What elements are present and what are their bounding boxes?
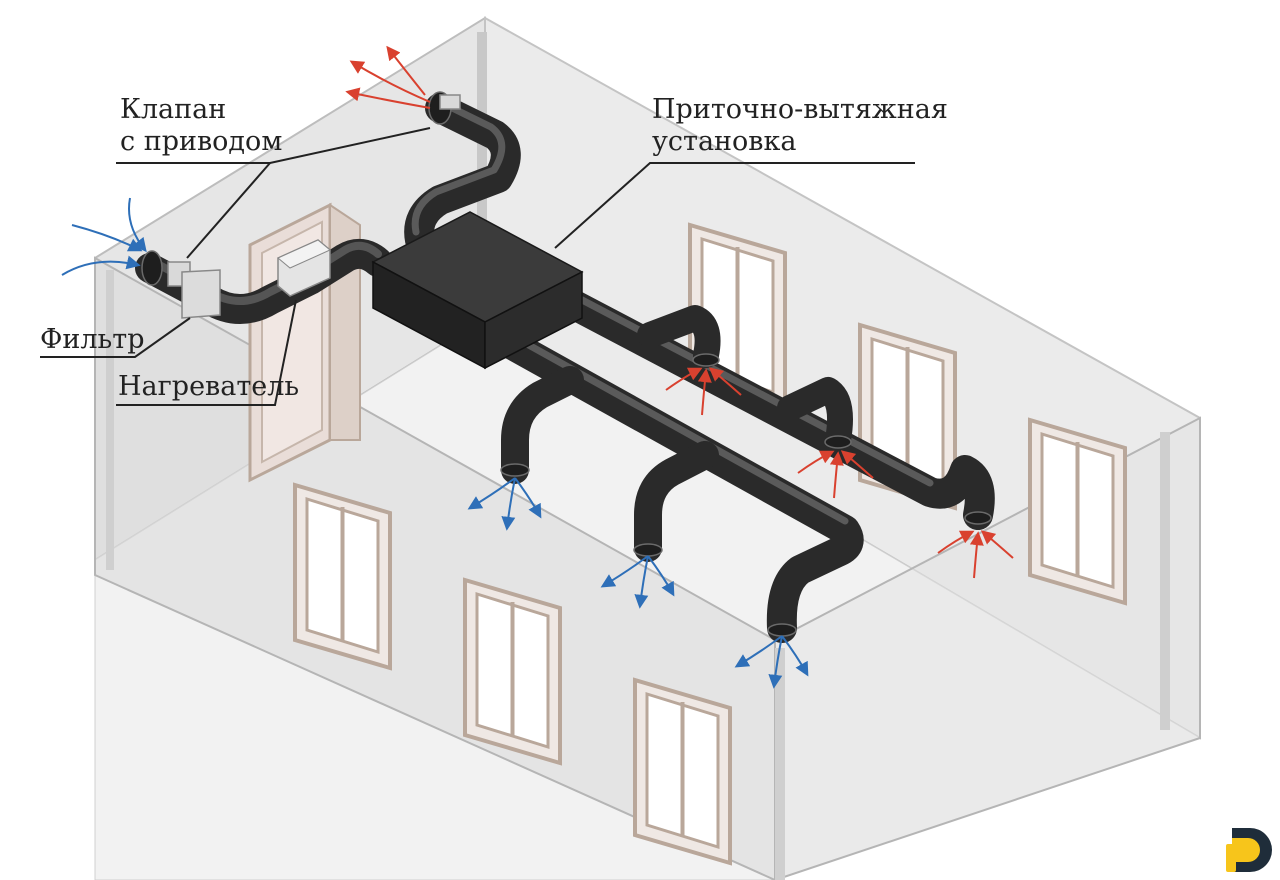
blue-arrow-icon (514, 477, 542, 519)
ductwork (135, 93, 995, 643)
red-arrow-icon (969, 531, 984, 579)
unit-label: Приточно-вытяжная установка (652, 94, 948, 158)
window (688, 222, 787, 411)
filter-box (181, 269, 221, 319)
exhaust-main-duct (550, 285, 995, 530)
valve-label-line1: Клапан (120, 94, 227, 125)
supply-branch-1 (501, 366, 584, 484)
heater-box (277, 239, 331, 297)
airflow-arrows (61, 45, 1014, 689)
supply-branch-2 (634, 441, 719, 562)
red-arrow-icon (386, 45, 426, 96)
red-arrow-icon (829, 451, 844, 499)
blue-arrow-icon (647, 555, 675, 597)
air-handling-unit (371, 211, 584, 370)
exhaust-branch-2 (777, 377, 853, 453)
window (633, 677, 732, 866)
callout-leaders (40, 127, 915, 406)
blue-arrow-icon (128, 197, 147, 253)
valve-label-line2: с приводом (120, 126, 283, 157)
heater-label: Нагреватель (118, 371, 300, 402)
window (1028, 417, 1127, 606)
red-arrow-icon (840, 450, 874, 479)
window (858, 322, 957, 511)
filter-label: Фильтр (40, 324, 145, 355)
red-arrow-icon (797, 450, 835, 474)
unit-leader (554, 162, 915, 249)
blue-arrow-icon (501, 477, 516, 531)
exhaust-branch-1 (637, 305, 721, 368)
red-arrow-icon (980, 530, 1014, 559)
red-arrow-icon (937, 530, 975, 554)
unit-label-line1: Приточно-вытяжная (652, 94, 948, 125)
windows (293, 222, 1127, 866)
duct-couplings (141, 91, 992, 637)
blue-arrow-icon (634, 555, 649, 609)
unit-label-line2: установка (652, 126, 797, 157)
heater-leader (116, 299, 297, 406)
supply-main-duct (485, 323, 864, 643)
red-arrow-icon (345, 87, 431, 109)
window (463, 577, 562, 766)
red-arrow-icon (697, 368, 712, 416)
valve-leader (186, 162, 271, 259)
red-arrow-icon (708, 367, 742, 396)
blue-arrow-icon (781, 635, 809, 677)
brand-logo-icon (1226, 828, 1272, 872)
blue-arrow-icon (61, 255, 141, 276)
red-arrow-icon (665, 367, 703, 391)
valve-label: Клапан с приводом (120, 94, 282, 158)
blue-arrow-icon (600, 555, 649, 588)
filter-leader (40, 317, 191, 358)
blue-arrow-icon (467, 477, 516, 510)
intake-duct (135, 238, 393, 324)
window (293, 482, 392, 671)
blue-arrow-icon (734, 635, 783, 668)
red-arrow-icon (349, 60, 431, 103)
blue-arrow-icon (768, 635, 783, 689)
